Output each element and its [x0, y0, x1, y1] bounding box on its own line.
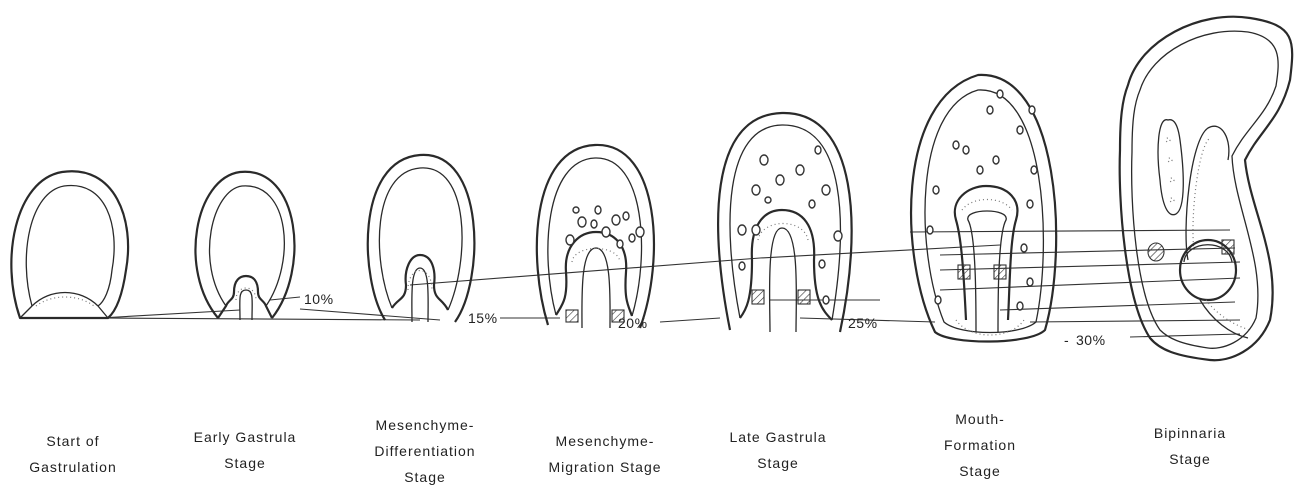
stage-label-start-of-gastrulation: Start of Gastrulation [0, 428, 148, 480]
embryo-mesenchyme-migration [537, 145, 654, 328]
mesenchyme-cells [566, 206, 644, 248]
connector-lines [100, 230, 1240, 337]
percent-label: - [1064, 332, 1069, 348]
mesenchyme-cells [738, 146, 842, 304]
embryo-bipinnaria [1120, 17, 1293, 361]
embryo-early-gastrula [195, 172, 294, 320]
stage-label-early-gastrula: Early Gastrula Stage [165, 424, 325, 476]
percent-label: 30% [1076, 332, 1106, 348]
mesenchyme-cells [927, 90, 1037, 310]
embryo-mouth-formation [911, 75, 1056, 342]
stage-label-bipinnaria: Bipinnaria Stage [1110, 420, 1270, 472]
stage-label-late-gastrula: Late Gastrula Stage [698, 424, 858, 476]
stage-label-mesenchyme-differentiation: Mesenchyme- Differentiation Stage [345, 412, 505, 490]
percent-label: 10% [304, 291, 334, 307]
stage-label-mesenchyme-migration: Mesenchyme- Migration Stage [520, 428, 690, 480]
percent-label: 15% [468, 310, 498, 326]
stage-label-mouth-formation: Mouth- Formation Stage [900, 406, 1060, 484]
coelom-pouch [1158, 120, 1183, 215]
embryo-late-gastrula [718, 113, 852, 332]
embryo-mesenchyme-differentiation [368, 155, 475, 322]
percent-label: 25% [848, 315, 878, 331]
embryo-start-of-gastrulation [11, 171, 128, 318]
